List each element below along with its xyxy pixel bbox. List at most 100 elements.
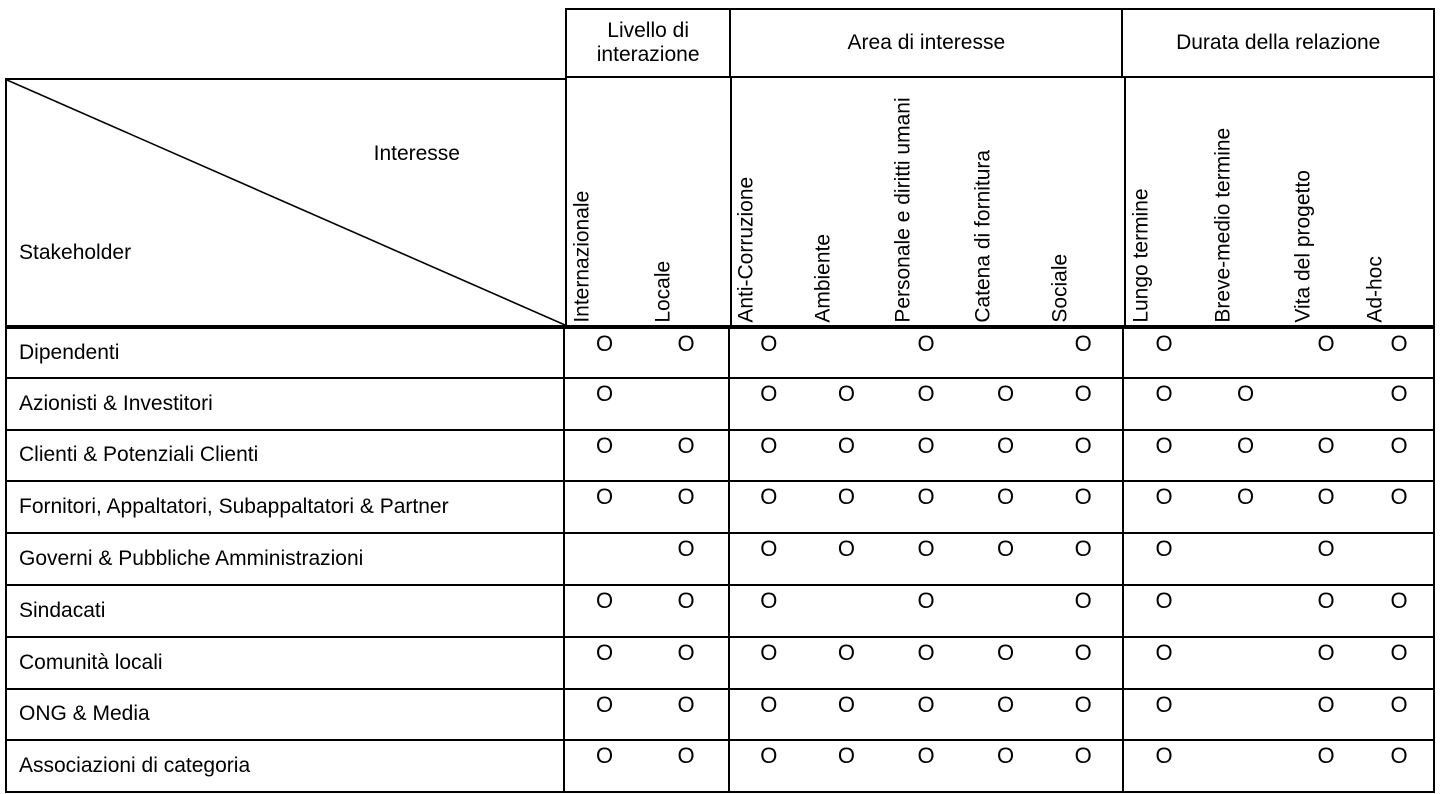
matrix-cell-personale[interactable]: O <box>885 586 967 636</box>
matrix-cell-anticorruzione[interactable]: O <box>730 534 808 584</box>
matrix-cell-adhoc[interactable]: O <box>1365 586 1433 636</box>
matrix-cell-vita[interactable]: O <box>1287 638 1365 688</box>
matrix-cell-lungo[interactable]: O <box>1124 431 1204 481</box>
matrix-cell-vita[interactable]: O <box>1287 741 1365 791</box>
matrix-cell-anticorruzione[interactable]: O <box>730 690 808 740</box>
matrix-cell-sociale[interactable]: O <box>1044 741 1122 791</box>
matrix-cell-internazionale[interactable]: O <box>565 534 644 584</box>
matrix-cell-breve[interactable]: O <box>1204 586 1287 636</box>
matrix-cell-sociale[interactable]: O <box>1044 638 1122 688</box>
matrix-cell-anticorruzione[interactable]: O <box>730 329 808 377</box>
matrix-cell-adhoc[interactable]: O <box>1365 482 1433 532</box>
matrix-cell-locale[interactable]: O <box>644 586 728 636</box>
matrix-cell-vita[interactable]: O <box>1287 431 1365 481</box>
matrix-cell-catena[interactable]: O <box>967 482 1045 532</box>
matrix-cell-breve[interactable]: O <box>1204 329 1287 377</box>
matrix-cell-vita[interactable]: O <box>1287 482 1365 532</box>
matrix-cell-catena[interactable]: O <box>967 379 1045 429</box>
matrix-cell-catena[interactable]: O <box>967 534 1045 584</box>
matrix-cell-ambiente[interactable]: O <box>808 431 886 481</box>
matrix-cell-breve[interactable]: O <box>1204 534 1287 584</box>
matrix-cell-catena[interactable]: O <box>967 690 1045 740</box>
matrix-cell-internazionale[interactable]: O <box>565 329 644 377</box>
matrix-cell-personale[interactable]: O <box>885 482 967 532</box>
matrix-cell-sociale[interactable]: O <box>1044 482 1122 532</box>
matrix-cell-ambiente[interactable]: O <box>808 329 886 377</box>
matrix-cell-locale[interactable]: O <box>644 482 728 532</box>
table-row[interactable]: Associazioni di categoriaOOOOOOOOOOO <box>5 741 1435 794</box>
matrix-cell-personale[interactable]: O <box>885 379 967 429</box>
matrix-cell-sociale[interactable]: O <box>1044 431 1122 481</box>
matrix-cell-sociale[interactable]: O <box>1044 379 1122 429</box>
matrix-cell-lungo[interactable]: O <box>1124 329 1204 377</box>
matrix-cell-locale[interactable]: O <box>644 690 728 740</box>
matrix-cell-personale[interactable]: O <box>885 741 967 791</box>
matrix-cell-lungo[interactable]: O <box>1124 690 1204 740</box>
matrix-cell-internazionale[interactable]: O <box>565 586 644 636</box>
table-row[interactable]: DipendentiOOOOOOOOOOO <box>5 327 1435 379</box>
matrix-cell-sociale[interactable]: O <box>1044 534 1122 584</box>
matrix-cell-breve[interactable]: O <box>1204 482 1287 532</box>
matrix-cell-anticorruzione[interactable]: O <box>730 741 808 791</box>
matrix-cell-anticorruzione[interactable]: O <box>730 638 808 688</box>
matrix-cell-breve[interactable]: O <box>1204 741 1287 791</box>
matrix-cell-ambiente[interactable]: O <box>808 379 886 429</box>
matrix-cell-catena[interactable]: O <box>967 329 1045 377</box>
matrix-cell-vita[interactable]: O <box>1287 534 1365 584</box>
matrix-cell-ambiente[interactable]: O <box>808 690 886 740</box>
matrix-cell-sociale[interactable]: O <box>1044 586 1122 636</box>
matrix-cell-ambiente[interactable]: O <box>808 534 886 584</box>
matrix-cell-personale[interactable]: O <box>885 431 967 481</box>
matrix-cell-ambiente[interactable]: O <box>808 741 886 791</box>
matrix-cell-adhoc[interactable]: O <box>1365 741 1433 791</box>
matrix-cell-anticorruzione[interactable]: O <box>730 379 808 429</box>
matrix-cell-catena[interactable]: O <box>967 741 1045 791</box>
matrix-cell-sociale[interactable]: O <box>1044 329 1122 377</box>
matrix-cell-internazionale[interactable]: O <box>565 482 644 532</box>
matrix-cell-vita[interactable]: O <box>1287 379 1365 429</box>
matrix-cell-breve[interactable]: O <box>1204 690 1287 740</box>
table-row[interactable]: Fornitori, Appaltatori, Subappaltatori &… <box>5 482 1435 535</box>
matrix-cell-locale[interactable]: O <box>644 379 728 429</box>
matrix-cell-internazionale[interactable]: O <box>565 690 644 740</box>
matrix-cell-breve[interactable]: O <box>1204 638 1287 688</box>
matrix-cell-adhoc[interactable]: O <box>1365 638 1433 688</box>
table-row[interactable]: Azionisti & InvestitoriOOOOOOOOOOO <box>5 378 1435 431</box>
matrix-cell-adhoc[interactable]: O <box>1365 534 1433 584</box>
matrix-cell-adhoc[interactable]: O <box>1365 379 1433 429</box>
matrix-cell-vita[interactable]: O <box>1287 329 1365 377</box>
matrix-cell-catena[interactable]: O <box>967 638 1045 688</box>
matrix-cell-locale[interactable]: O <box>644 329 728 377</box>
matrix-cell-lungo[interactable]: O <box>1124 586 1204 636</box>
matrix-cell-sociale[interactable]: O <box>1044 690 1122 740</box>
matrix-cell-vita[interactable]: O <box>1287 690 1365 740</box>
matrix-cell-locale[interactable]: O <box>644 534 728 584</box>
matrix-cell-adhoc[interactable]: O <box>1365 329 1433 377</box>
matrix-cell-anticorruzione[interactable]: O <box>730 431 808 481</box>
matrix-cell-locale[interactable]: O <box>644 431 728 481</box>
matrix-cell-breve[interactable]: O <box>1204 379 1287 429</box>
table-row[interactable]: SindacatiOOOOOOOOOOO <box>5 586 1435 638</box>
matrix-cell-personale[interactable]: O <box>885 329 967 377</box>
matrix-cell-ambiente[interactable]: O <box>808 482 886 532</box>
matrix-cell-anticorruzione[interactable]: O <box>730 586 808 636</box>
matrix-cell-internazionale[interactable]: O <box>565 638 644 688</box>
matrix-cell-catena[interactable]: O <box>967 586 1045 636</box>
matrix-cell-personale[interactable]: O <box>885 638 967 688</box>
matrix-cell-lungo[interactable]: O <box>1124 379 1204 429</box>
matrix-cell-ambiente[interactable]: O <box>808 638 886 688</box>
matrix-cell-internazionale[interactable]: O <box>565 741 644 791</box>
matrix-cell-personale[interactable]: O <box>885 690 967 740</box>
matrix-cell-internazionale[interactable]: O <box>565 431 644 481</box>
table-row[interactable]: ONG & MediaOOOOOOOOOOO <box>5 689 1435 742</box>
matrix-cell-adhoc[interactable]: O <box>1365 431 1433 481</box>
matrix-cell-lungo[interactable]: O <box>1124 741 1204 791</box>
matrix-cell-lungo[interactable]: O <box>1124 638 1204 688</box>
matrix-cell-internazionale[interactable]: O <box>565 379 644 429</box>
matrix-cell-catena[interactable]: O <box>967 431 1045 481</box>
matrix-cell-locale[interactable]: O <box>644 741 728 791</box>
matrix-cell-vita[interactable]: O <box>1287 586 1365 636</box>
